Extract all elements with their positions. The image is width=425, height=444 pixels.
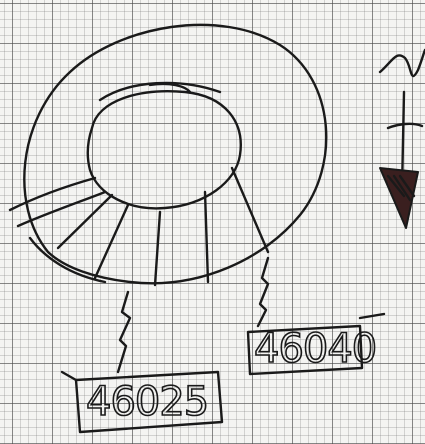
inner-head — [88, 91, 241, 208]
lightning-right — [258, 258, 268, 326]
leg-4 — [205, 192, 208, 282]
left-brace — [10, 178, 95, 210]
leg-3 — [155, 212, 160, 285]
outer-circle — [24, 25, 326, 283]
label-right-text: 46040 — [254, 326, 376, 372]
label-box-left: 46025 — [62, 372, 222, 432]
right-edge-arrowhead — [380, 168, 418, 228]
leg-1 — [58, 195, 112, 248]
label-box-right: 46040 — [248, 314, 384, 374]
lightning-left — [118, 292, 130, 372]
leg-2 — [95, 205, 128, 278]
left-brace-2 — [18, 192, 105, 226]
right-edge-crossbar — [388, 124, 422, 128]
right-edge-wave — [380, 50, 425, 76]
leg-5 — [232, 168, 268, 252]
label-left-text: 46025 — [86, 379, 208, 425]
